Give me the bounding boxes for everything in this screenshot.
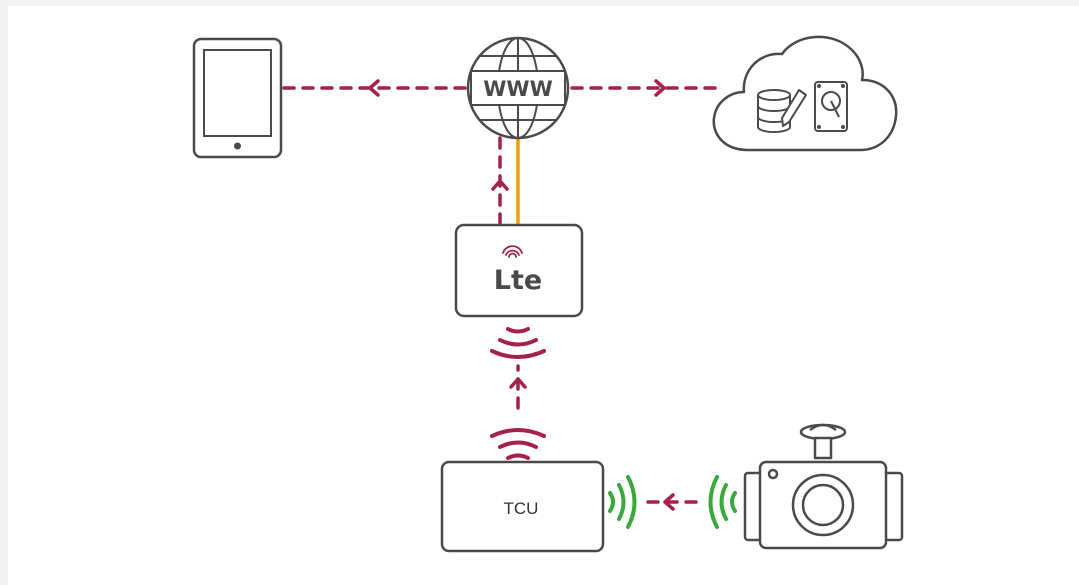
arrow-to-tablet [368,79,380,97]
camera-lens-inner [801,483,845,527]
camera-icon [743,423,904,550]
tcu-receive-waves [608,475,637,529]
camera-flash [767,468,779,480]
www-band [470,70,566,106]
camera-lens-outer [791,473,855,537]
lte-label: Lte [494,265,542,296]
camera-mount-stem [813,436,833,460]
pencil-icon [781,89,807,127]
tablet-icon [192,37,283,159]
lte-router: Lte [454,223,584,318]
arrow-to-cloud [654,79,666,97]
arrow-to-globe [491,179,509,191]
signal-icon [502,245,523,258]
globe-icon: WWW [466,36,570,140]
arrow-to-lte [509,377,527,389]
camera-grip-right [883,471,904,542]
arrow-to-tcu [663,493,675,511]
lte-wireless-waves [490,327,546,359]
camera-body [758,460,888,550]
tcu-box: TCU [440,460,605,553]
tcu-label: TCU [504,499,539,518]
hard-drive-icon [814,81,848,132]
tcu-wireless-waves [490,428,546,460]
camera-transmit-waves [708,475,737,529]
internet-label: WWW [483,77,553,101]
connections [280,79,720,511]
